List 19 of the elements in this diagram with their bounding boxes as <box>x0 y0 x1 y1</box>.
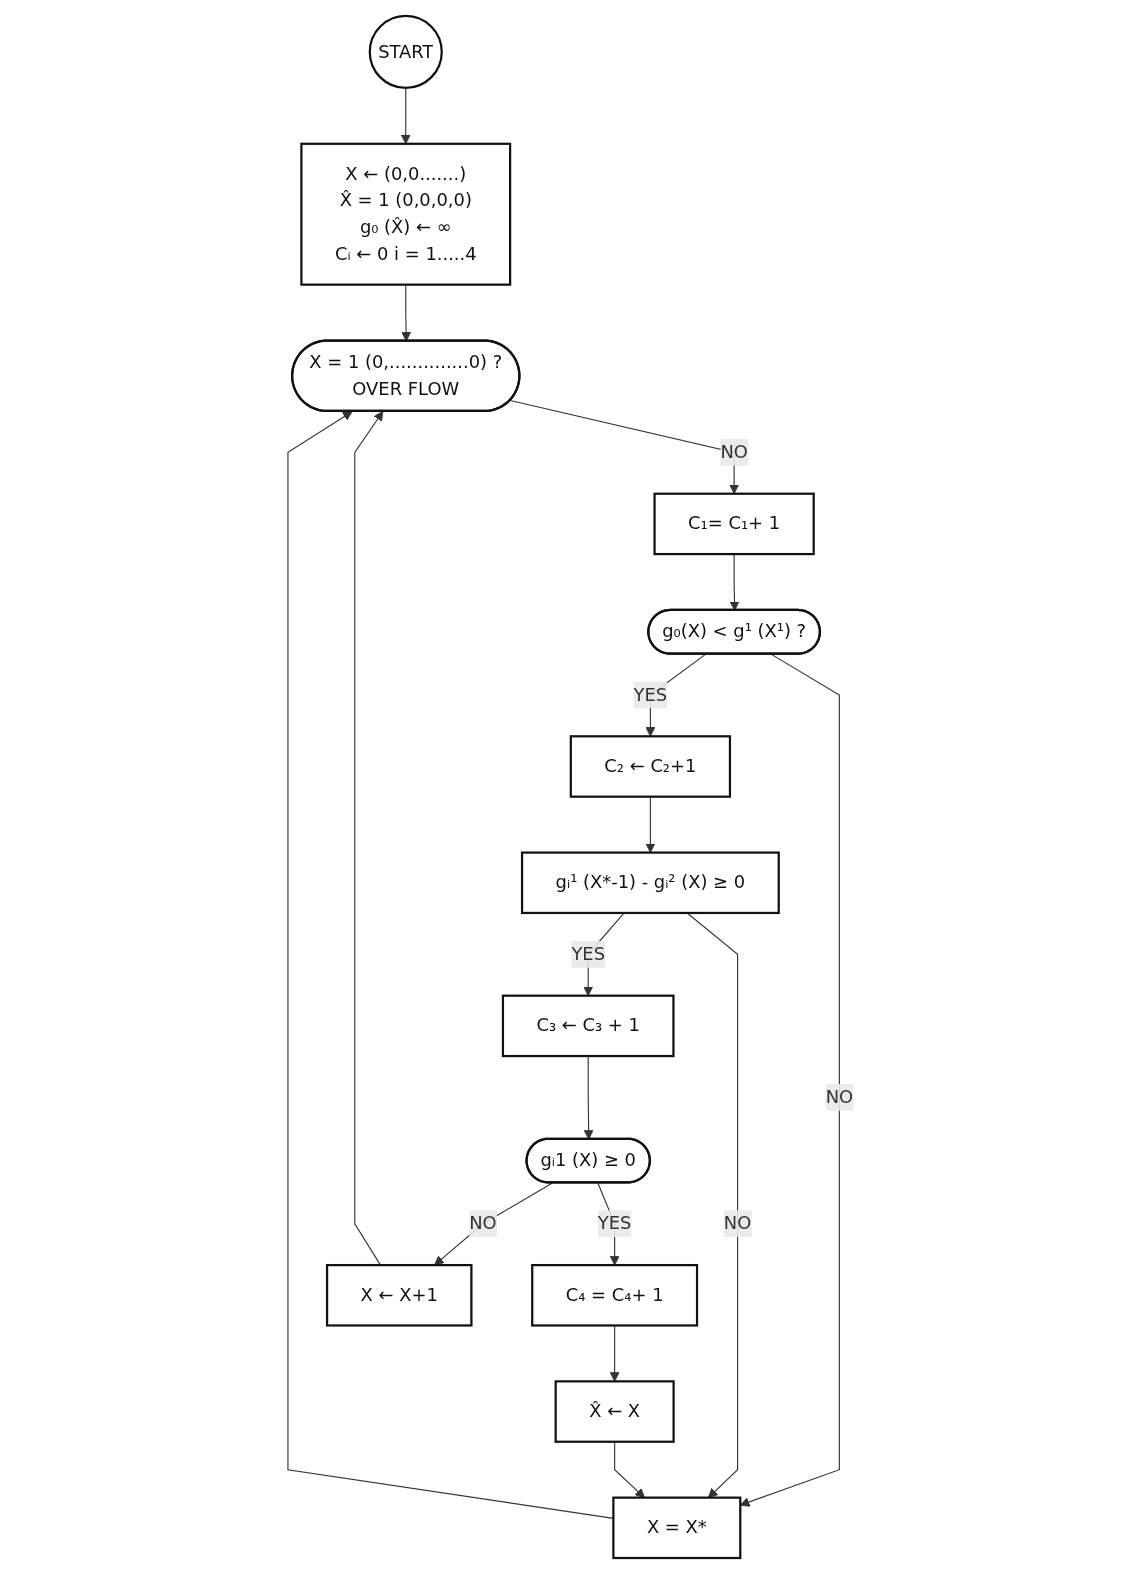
edge-label: NO <box>724 1212 752 1234</box>
edge-label: YES <box>571 943 606 965</box>
node-circle: START <box>369 14 444 90</box>
edge-label: NO <box>469 1212 498 1234</box>
edge-label: YES <box>634 683 668 706</box>
node-box: gᵢ¹ (X*-1) - gᵢ² (X) ≥ 0 <box>521 851 781 915</box>
node-box: X ← (0,0.......) X̂ = 1 (0,0,0,0) g₀ (X̂) ← ∞ Cᵢ ← 0 i = 1.....4 <box>300 142 512 286</box>
node-box: X = X* <box>612 1496 742 1560</box>
edge-label: NO <box>826 1086 854 1108</box>
node-box: C₃ ← C₃ + 1 <box>502 994 676 1058</box>
edge-label: NO <box>720 441 749 463</box>
node-box: C₂ ← C₂+1 <box>570 735 732 798</box>
node-box: C₁= C₁+ 1 <box>653 492 816 556</box>
node-box: X̂ ← X <box>555 1380 676 1443</box>
arrow <box>354 411 384 1266</box>
node-box: C₄ = C₄+ 1 <box>531 1264 699 1327</box>
edge-label: YES <box>598 1212 632 1234</box>
node-box: X ← X+1 <box>326 1264 473 1327</box>
arrow <box>740 653 841 1507</box>
